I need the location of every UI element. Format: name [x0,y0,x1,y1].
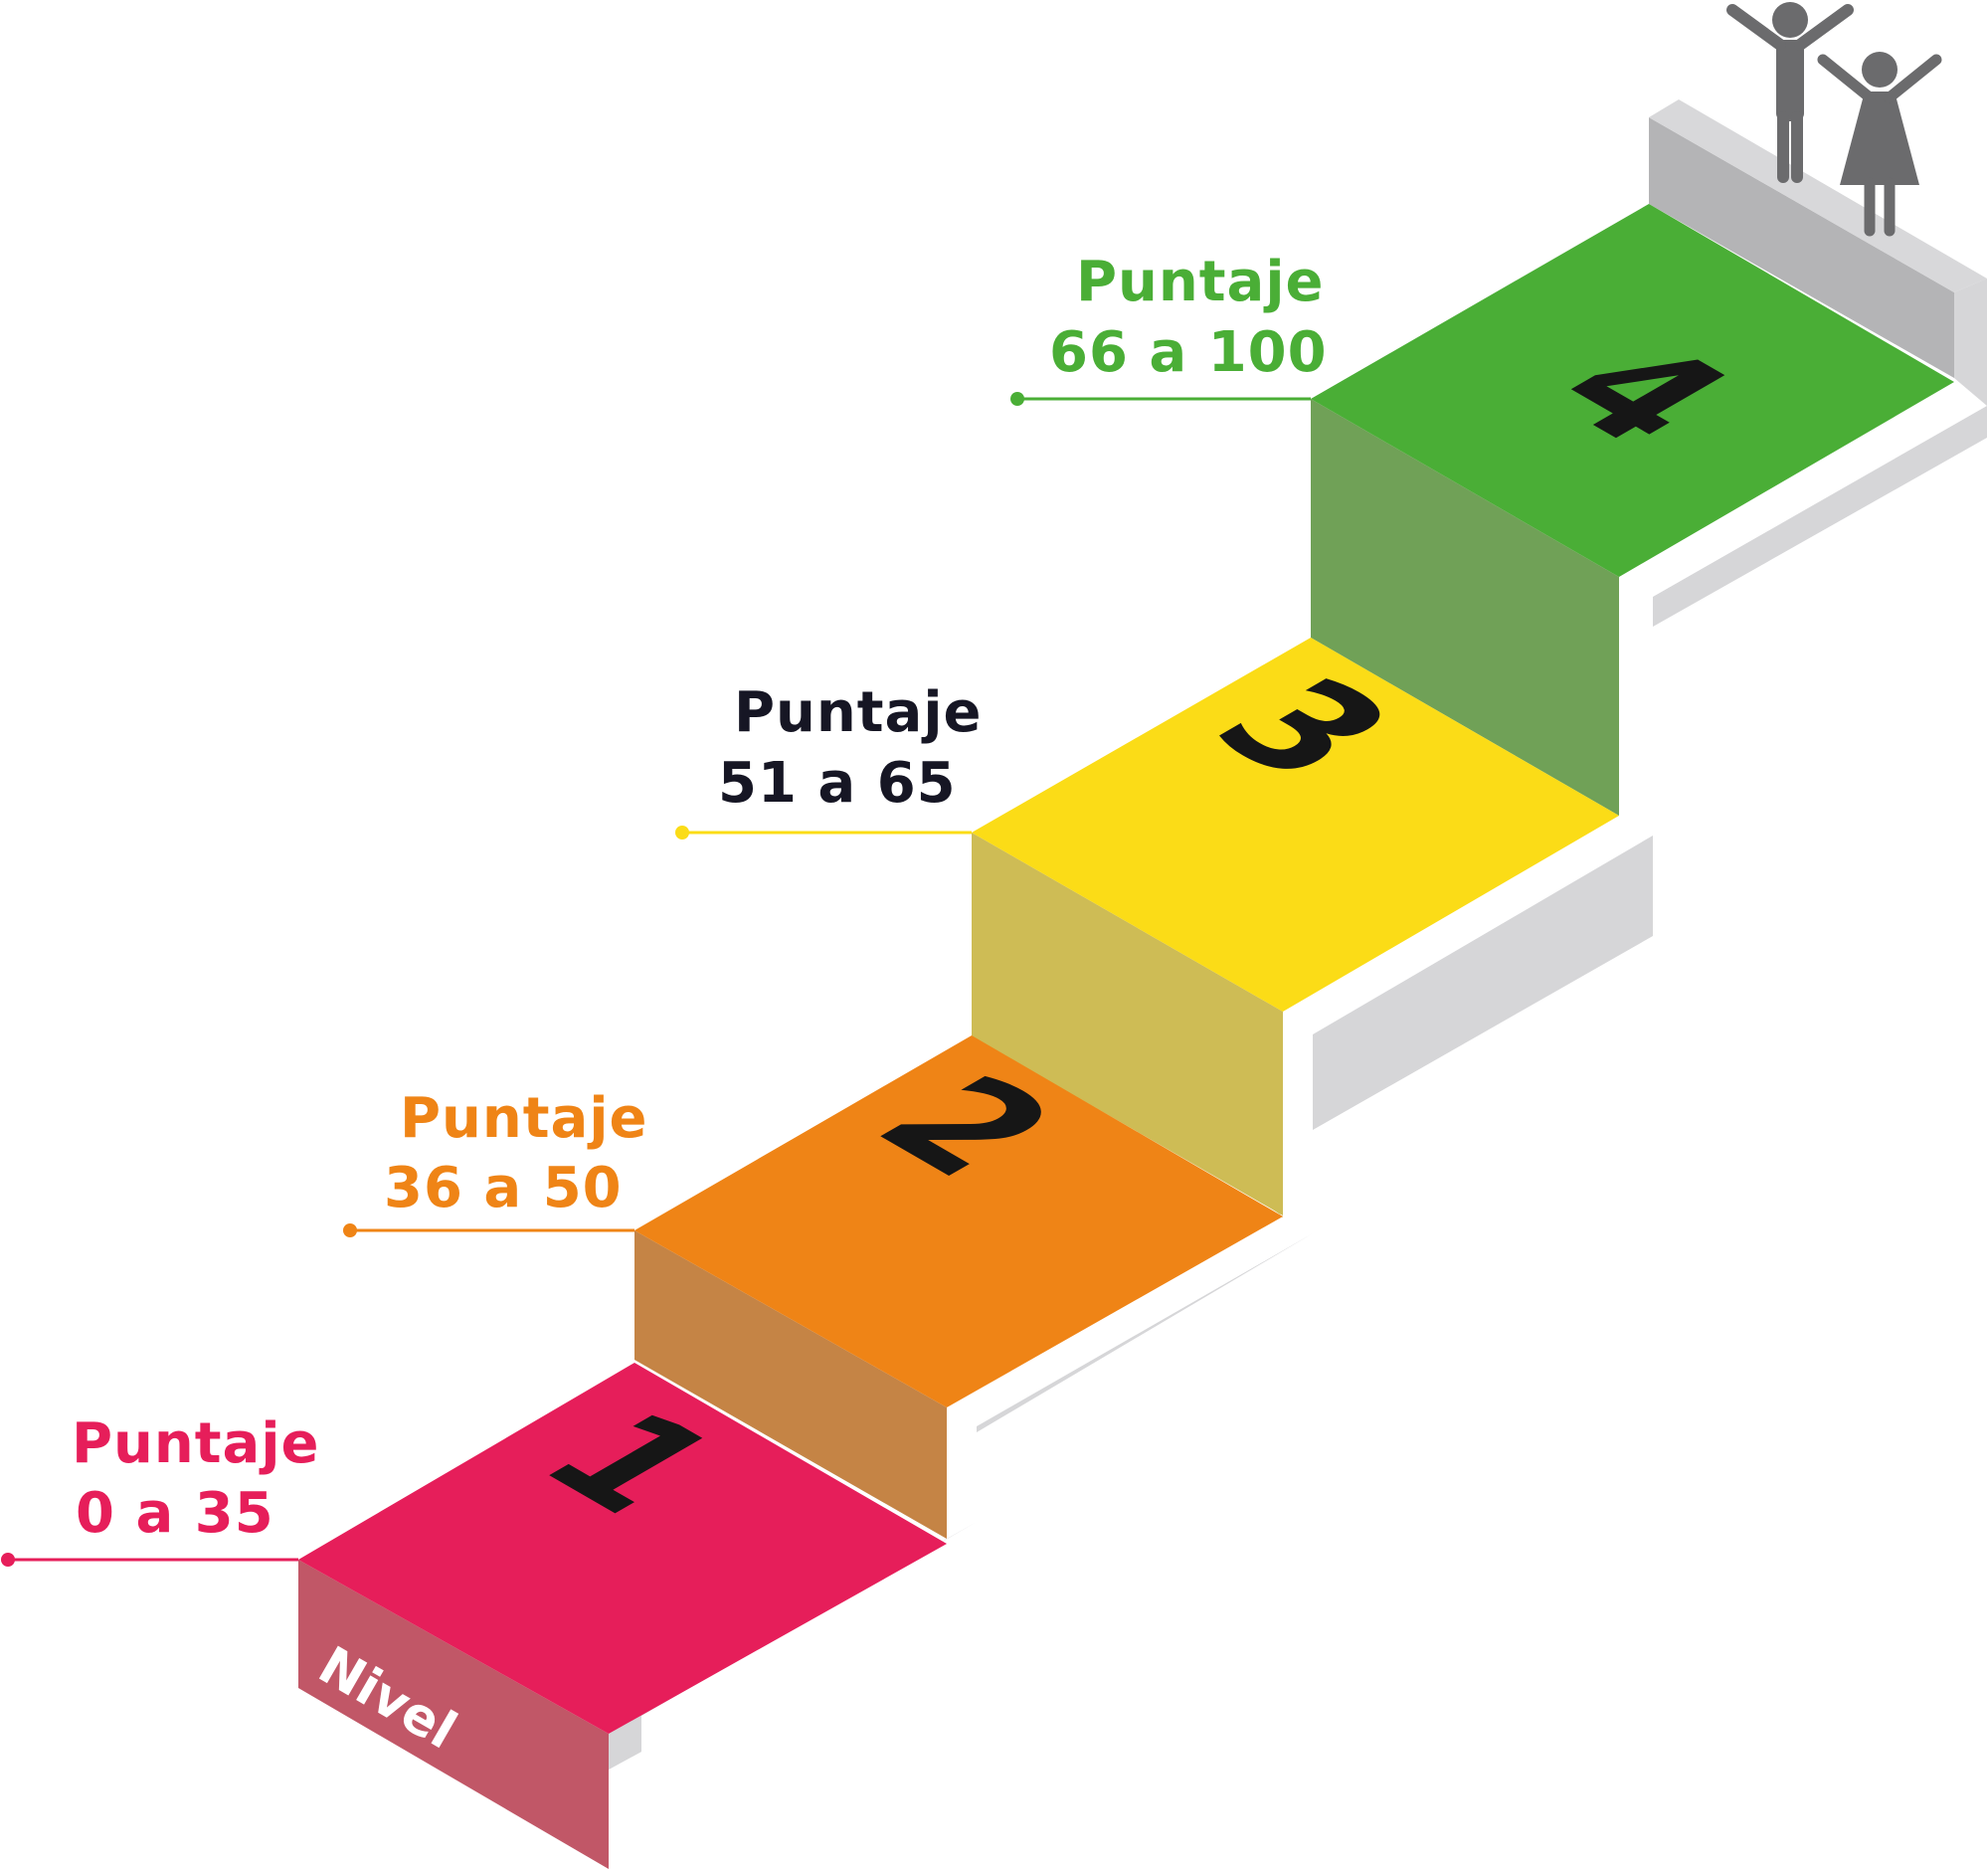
boy-icon [1726,2,1854,183]
step-2-range: 36 a 50 [384,1156,623,1220]
step-1-title: Puntaje [72,1411,320,1476]
top-ledge-face [1649,117,1954,378]
step-2-front [634,1230,947,1539]
step-1-top [298,1363,947,1734]
step-2-title: Puntaje [400,1086,648,1151]
step-3-front-face [972,833,1283,1215]
step-4-top [1311,204,1954,577]
leader-line-1 [1,1553,298,1567]
step-3-top [972,638,1619,1012]
top-ledge-top [1649,99,1987,292]
leader-line-4 [1010,392,1311,406]
step-3-range: 51 a 65 [718,751,957,816]
step-4-front [1311,399,1619,816]
leader-line-2 [343,1223,634,1237]
step-1-front [298,1560,609,1869]
step-3-title: Puntaje [734,680,983,745]
step-2-top [634,1035,1283,1407]
step-4-title: Puntaje [1076,250,1325,314]
step-1-range: 0 a 35 [76,1481,274,1546]
step-4-range: 66 a 100 [1049,320,1328,385]
top-ledge-side [1954,279,1987,406]
girl-icon [1817,52,1942,237]
leader-line-3 [675,826,972,840]
